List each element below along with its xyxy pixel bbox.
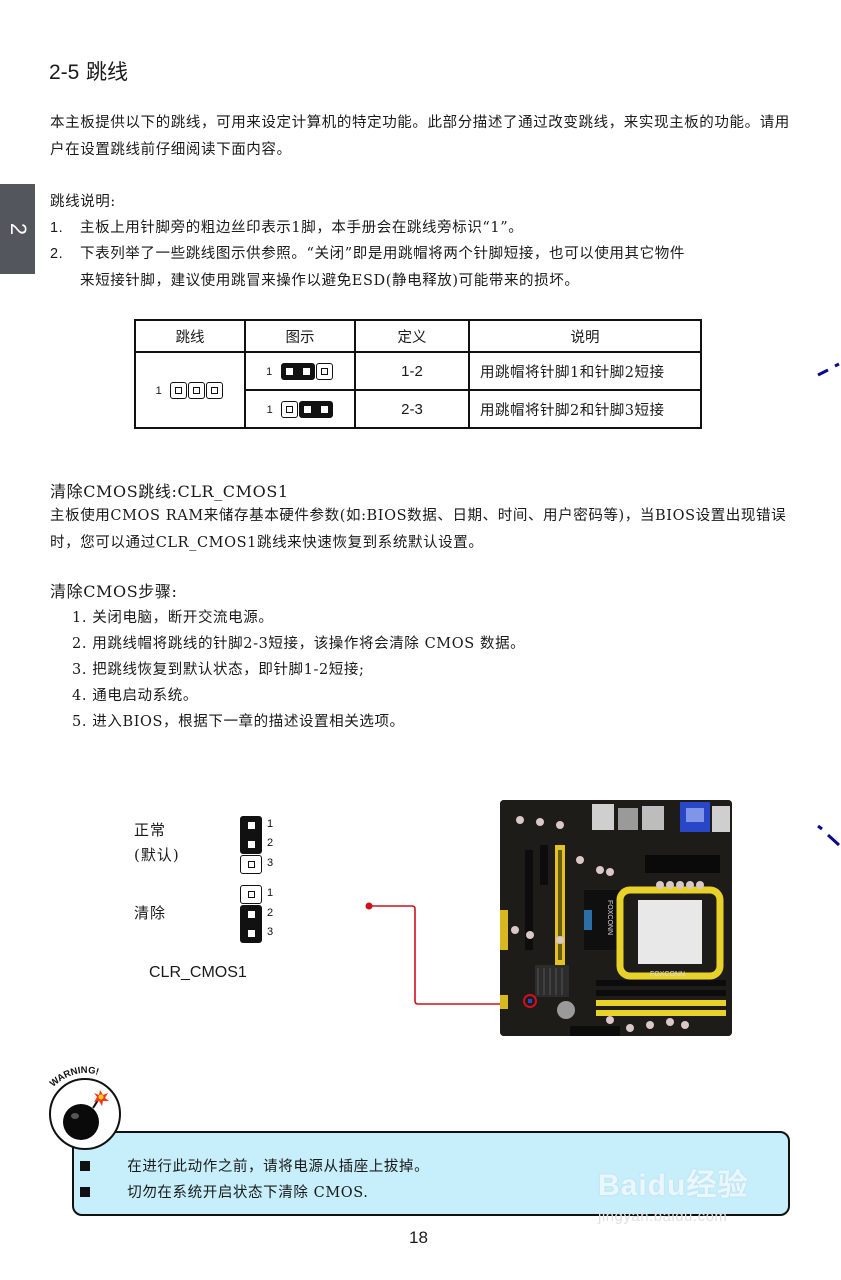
svg-text:WARNING!: WARNING! xyxy=(48,1065,100,1090)
col-header-jumper: 跳线 xyxy=(134,319,246,353)
chapter-number: 2 xyxy=(5,222,31,236)
diagram-cell: 1 xyxy=(244,351,356,391)
intro-paragraph: 本主板提供以下的跳线，可用来设定计算机的特定功能。此部分描述了通过改变跳线，来实… xyxy=(50,115,790,158)
section-title-text: 跳线 xyxy=(86,60,129,84)
baidu-watermark: Baidu经验 jingyan.baidu.com xyxy=(598,1160,748,1225)
note-text: 下表列举了一些跳线图示供参照。“关闭”即是用跳帽将两个针脚短接，也可以使用其它物… xyxy=(80,246,685,262)
warning-text: 切勿在系统开启状态下清除 CMOS. xyxy=(127,1185,369,1201)
jumper-notes-heading: 跳线说明: xyxy=(50,194,116,210)
margin-dash-icon xyxy=(817,362,840,377)
note-text-continued: 来短接针脚，建议使用跳冒来操作以避免ESD(静电释放)可能带来的损坏。 xyxy=(80,273,580,289)
jumper-3pin-icon xyxy=(170,381,224,399)
pointer-arrow-icon xyxy=(365,902,520,1010)
col-header-definition: 定义 xyxy=(354,319,470,353)
section-title: 2-5 跳线 xyxy=(49,56,128,86)
pin-number: 3 xyxy=(267,926,274,938)
watermark-brand: Baidu经验 xyxy=(598,1169,749,1202)
description-cell: 用跳帽将针脚1和针脚2短接 xyxy=(468,351,702,391)
note-number: 1. xyxy=(50,220,64,236)
description-cell: 用跳帽将针脚2和针脚3短接 xyxy=(468,389,702,429)
pin-number: 1 xyxy=(267,818,274,830)
pin-number: 1 xyxy=(267,887,274,899)
pin-1-label: 1 xyxy=(266,404,273,416)
chapter-tab: 2 xyxy=(0,184,35,274)
clear-label: 清除 xyxy=(134,904,167,922)
margin-dash-icon xyxy=(817,824,841,847)
pin-1-label: 1 xyxy=(266,366,273,378)
jumper-table: 跳线 图示 定义 说明 1 1 1-2 用跳帽将针脚1和针脚2短接 1 2-3 … xyxy=(134,319,702,429)
jumper-name-label: CLR_CMOS1 xyxy=(149,964,247,981)
square-bullet-icon xyxy=(80,1161,90,1171)
pin-number: 2 xyxy=(267,907,274,919)
svg-text:FOXCONN: FOXCONN xyxy=(650,971,685,978)
jumper-cell: 1 xyxy=(134,351,246,429)
jumper-note-1: 1. 主板上用针脚旁的粗边丝印表示1脚，本手册会在跳线旁标识“1”。 xyxy=(50,215,523,242)
step-1: 1. 关闭电脑，断开交流电源。 xyxy=(72,610,274,626)
step-4: 4. 通电启动系统。 xyxy=(72,688,198,704)
warning-badge-text: WARNING! xyxy=(48,1065,100,1090)
step-5: 5. 进入BIOS，根据下一章的描述设置相关选项。 xyxy=(72,714,405,730)
warning-box xyxy=(72,1131,790,1216)
table-row: 1 1 1-2 用跳帽将针脚1和针脚2短接 xyxy=(134,351,702,429)
page-number: 18 xyxy=(409,1228,428,1247)
svg-text:FOXCONN: FOXCONN xyxy=(606,900,613,935)
step-3: 3. 把跳线恢复到默认状态，即针脚1-2短接; xyxy=(72,662,365,678)
motherboard-image: FOXCONN FOXCONN xyxy=(500,800,732,1036)
warning-text: 在进行此动作之前，请将电源从插座上拔掉。 xyxy=(127,1159,430,1175)
jumper-note-2: 2. 下表列举了一些跳线图示供参照。“关闭”即是用跳帽将两个针脚短接，也可以使用其… xyxy=(50,241,810,295)
table-row: 1 2-3 用跳帽将针脚2和针脚3短接 xyxy=(135,389,702,429)
clr-cmos-heading: 清除CMOS跳线:CLR_CMOS1 xyxy=(50,482,289,501)
square-bullet-icon xyxy=(80,1187,90,1197)
col-header-description: 说明 xyxy=(468,319,702,353)
definition-cell: 1-2 xyxy=(354,351,470,391)
definition-cell: 2-3 xyxy=(354,389,470,429)
section-number: 2-5 xyxy=(49,61,80,84)
jumper-2-3-closed-icon xyxy=(281,400,334,418)
pin-1-label: 1 xyxy=(155,385,162,397)
pin-number: 2 xyxy=(267,837,274,849)
default-label: (默认) xyxy=(134,846,180,864)
jumper-1-2-closed-icon xyxy=(280,362,334,380)
note-text: 主板上用针脚旁的粗边丝印表示1脚，本手册会在跳线旁标识“1”。 xyxy=(80,220,524,236)
normal-label: 正常 xyxy=(134,821,167,839)
col-header-diagram: 图示 xyxy=(244,319,356,353)
watermark-url: jingyan.baidu.com xyxy=(598,1208,728,1225)
steps-heading: 清除CMOS步骤: xyxy=(50,582,178,601)
step-2: 2. 用跳线帽将跳线的针脚2-3短接，该操作将会清除 CMOS 数据。 xyxy=(72,636,526,652)
pin-number: 3 xyxy=(267,857,274,869)
diagram-cell: 1 xyxy=(244,389,356,429)
bomb-warning-icon xyxy=(49,1078,121,1150)
jumper-normal-icon: 1 2 3 xyxy=(240,816,273,875)
jumper-clear-icon: 1 2 3 xyxy=(240,885,273,943)
clr-cmos-body: 主板使用CMOS RAM来储存基本硬件参数(如:BIOS数据、日期、时间、用户密… xyxy=(50,508,787,551)
warning-item-1: 在进行此动作之前，请将电源从插座上拔掉。 xyxy=(80,1155,429,1176)
warning-item-2: 切勿在系统开启状态下清除 CMOS. xyxy=(80,1181,368,1202)
table-header-row: 跳线 图示 定义 说明 xyxy=(134,319,702,353)
note-number: 2. xyxy=(50,246,64,262)
